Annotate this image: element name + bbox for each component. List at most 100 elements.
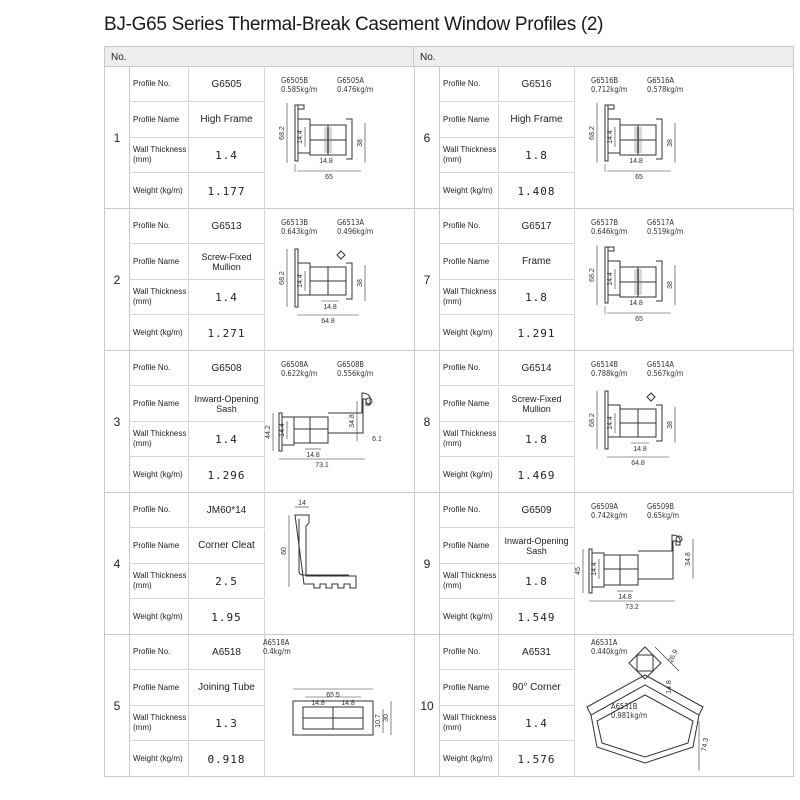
spec-value: A6531: [499, 635, 575, 669]
spec-label: Wall Thickness (mm): [129, 422, 189, 456]
wall-thickness-row: Wall Thickness (mm)2.5: [129, 564, 265, 599]
spec-label: Weight (kg/m): [439, 457, 499, 493]
svg-text:38: 38: [357, 279, 364, 287]
wall-thickness-row: Wall Thickness (mm)1.8: [439, 138, 575, 173]
spec-value: 1.4: [189, 422, 265, 456]
spec-label: Weight (kg/m): [129, 599, 189, 635]
spec-value: G6516: [499, 67, 575, 101]
page-title: BJ-G65 Series Thermal-Break Casement Win…: [104, 14, 604, 35]
spec-label: Weight (kg/m): [439, 315, 499, 351]
svg-text:14.8: 14.8: [319, 158, 333, 165]
part-weight: 0.65kg/m: [647, 510, 680, 520]
wall-thickness-row: Wall Thickness (mm)1.4: [129, 280, 265, 315]
weight-row: Weight (kg/m)1.576: [439, 741, 575, 777]
spec-label: Wall Thickness (mm): [439, 280, 499, 314]
profile-number-row: Profile No.G6513: [129, 209, 265, 244]
svg-text:30: 30: [383, 714, 390, 722]
wall-thickness-row: Wall Thickness (mm)1.4: [129, 138, 265, 173]
svg-text:14.8: 14.8: [618, 594, 632, 601]
weight-row: Weight (kg/m)1.271: [129, 315, 265, 351]
svg-text:14.8: 14.8: [633, 446, 647, 453]
spec-label: Profile Name: [129, 386, 189, 421]
spec-value: Inward-Opening Sash: [499, 528, 575, 563]
svg-text:14.8: 14.8: [629, 300, 643, 307]
spec-value: 1.177: [189, 173, 265, 209]
column-header-right: No.: [414, 46, 794, 67]
part-code: G6516B: [591, 76, 619, 85]
svg-text:68.2: 68.2: [279, 271, 286, 285]
spec-label: Profile No.: [439, 493, 499, 527]
svg-text:10.7: 10.7: [375, 714, 382, 728]
part-code: G6505B: [281, 76, 309, 85]
spec-value: 1.95: [189, 599, 265, 635]
spec-label: Profile Name: [439, 244, 499, 279]
svg-text:65: 65: [635, 316, 643, 323]
spec-value: 1.8: [499, 280, 575, 314]
profile-number-row: Profile No.A6518: [129, 635, 265, 670]
spec-label: Weight (kg/m): [129, 457, 189, 493]
svg-text:65: 65: [325, 174, 333, 181]
svg-text:68.2: 68.2: [589, 126, 596, 140]
svg-text:6.1: 6.1: [372, 436, 382, 443]
svg-text:14.8: 14.8: [666, 680, 673, 694]
part-weight: 0.440kg/m: [591, 646, 628, 656]
spec-value: 1.8: [499, 564, 575, 598]
part-weight: 0.622kg/m: [281, 368, 318, 378]
spec-value: 1.291: [499, 315, 575, 351]
svg-text:38: 38: [667, 281, 674, 289]
spec-label: Weight (kg/m): [439, 599, 499, 635]
spec-label: Weight (kg/m): [129, 173, 189, 209]
part-code: G6508B: [337, 360, 365, 369]
spec-value: G6513: [189, 209, 265, 243]
spec-label: Profile Name: [439, 102, 499, 137]
spec-value: Screw-Fixed Mullion: [189, 244, 265, 279]
part-weight: 0.476kg/m: [337, 84, 374, 94]
weight-row: Weight (kg/m)1.95: [129, 599, 265, 635]
entry-number: 8: [415, 351, 440, 492]
wall-thickness-row: Wall Thickness (mm)1.4: [439, 706, 575, 741]
svg-text:14.8: 14.8: [629, 158, 643, 165]
entry-number: 6: [415, 67, 440, 208]
spec-value: Frame: [499, 244, 575, 279]
profile-number-row: Profile No.G6505: [129, 67, 265, 102]
spec-label: Profile Name: [439, 528, 499, 563]
svg-text:65: 65: [635, 174, 643, 181]
spec-value: 1.8: [499, 138, 575, 172]
spec-value: High Frame: [189, 102, 265, 137]
weight-row: Weight (kg/m)1.408: [439, 173, 575, 209]
entry-number: 1: [105, 67, 130, 208]
svg-text:64.8: 64.8: [631, 460, 645, 467]
spec-value: G6505: [189, 67, 265, 101]
weight-row: Weight (kg/m)1.177: [129, 173, 265, 209]
spec-label: Profile No.: [129, 209, 189, 243]
weight-row: Weight (kg/m)1.291: [439, 315, 575, 351]
spec-label: Wall Thickness (mm): [129, 138, 189, 172]
svg-text:14.4: 14.4: [607, 416, 614, 430]
spec-label: Wall Thickness (mm): [439, 138, 499, 172]
part-weight: 0.567kg/m: [647, 368, 684, 378]
entry-number: 5: [105, 635, 130, 776]
